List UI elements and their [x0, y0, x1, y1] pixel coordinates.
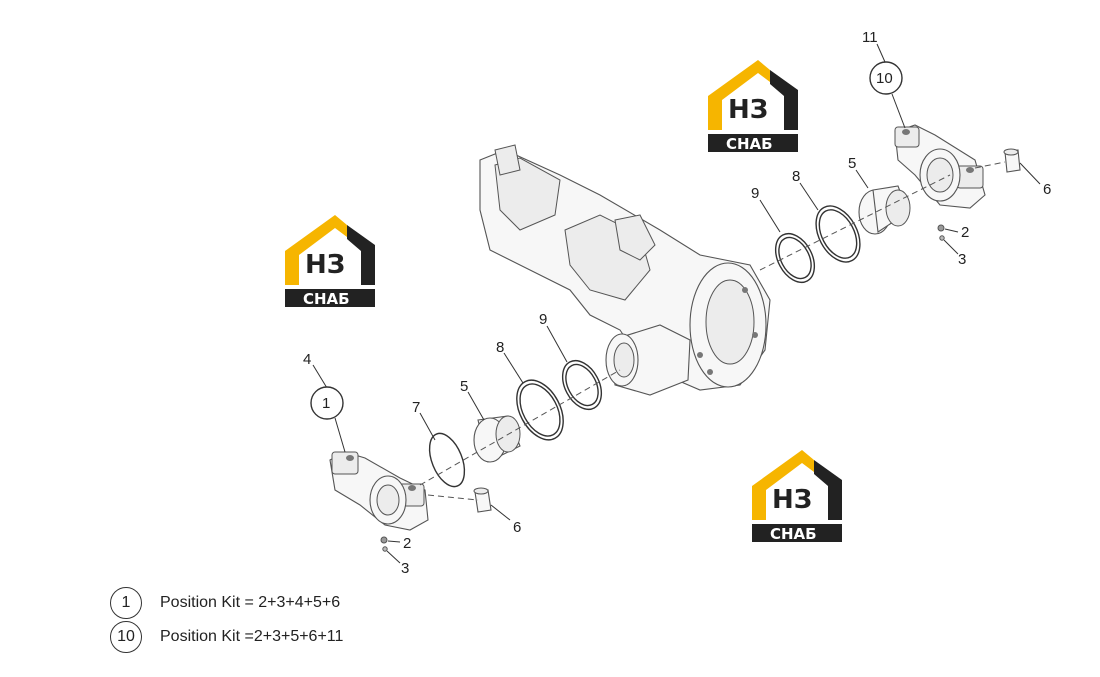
legend-row-1: 1 Position Kit = 2+3+4+5+6 — [110, 587, 340, 619]
legend-circle-10: 10 — [110, 621, 142, 653]
callout-right-11: 11 — [862, 29, 878, 46]
callout-circle-1 — [310, 386, 344, 420]
watermark-logo-left: НЗ СНАБ — [285, 215, 375, 308]
left-trunnion-assembly — [329, 359, 621, 552]
svg-text:СНАБ: СНАБ — [770, 525, 817, 543]
svg-text:НЗ: НЗ — [305, 250, 345, 280]
legend-row-2: 10 Position Kit =2+3+5+6+11 — [110, 621, 343, 653]
callout-left-6: 6 — [513, 519, 521, 536]
callout-right-9: 9 — [751, 185, 759, 202]
watermark-logo-bottom: НЗ СНАБ — [752, 450, 842, 543]
svg-text:НЗ: НЗ — [772, 485, 812, 515]
svg-text:НЗ: НЗ — [728, 95, 768, 125]
legend-circle-1: 1 — [110, 587, 142, 619]
callout-left-2: 2 — [403, 535, 411, 552]
callout-right-10: 10 — [876, 70, 893, 87]
callout-right-8: 8 — [792, 168, 800, 185]
callout-left-7: 7 — [412, 399, 420, 416]
watermark-logo-top: НЗ СНАБ — [708, 60, 798, 153]
axle-housing — [479, 144, 771, 396]
callout-right-5: 5 — [848, 155, 856, 172]
callout-left-3: 3 — [401, 560, 409, 577]
leader-lines — [312, 43, 1041, 564]
svg-text:СНАБ: СНАБ — [303, 290, 350, 308]
callout-left-9: 9 — [539, 311, 547, 328]
callout-left-5: 5 — [460, 378, 468, 395]
callout-left-1: 1 — [322, 395, 330, 412]
svg-text:СНАБ: СНАБ — [726, 135, 773, 153]
callout-left-8: 8 — [496, 339, 504, 356]
callout-right-3: 3 — [958, 251, 966, 268]
legend-text-2: Position Kit =2+3+5+6+11 — [160, 628, 344, 645]
callout-right-6: 6 — [1043, 181, 1051, 198]
right-trunnion-assembly — [759, 124, 1021, 284]
callout-right-2: 2 — [961, 224, 969, 241]
callout-labels: 4 1 7 5 8 9 6 2 3 11 10 9 8 5 6 2 3 — [303, 29, 1051, 577]
legend-text-1: Position Kit = 2+3+4+5+6 — [160, 594, 341, 611]
callout-left-4: 4 — [303, 351, 311, 368]
callout-circle-10 — [869, 61, 903, 95]
